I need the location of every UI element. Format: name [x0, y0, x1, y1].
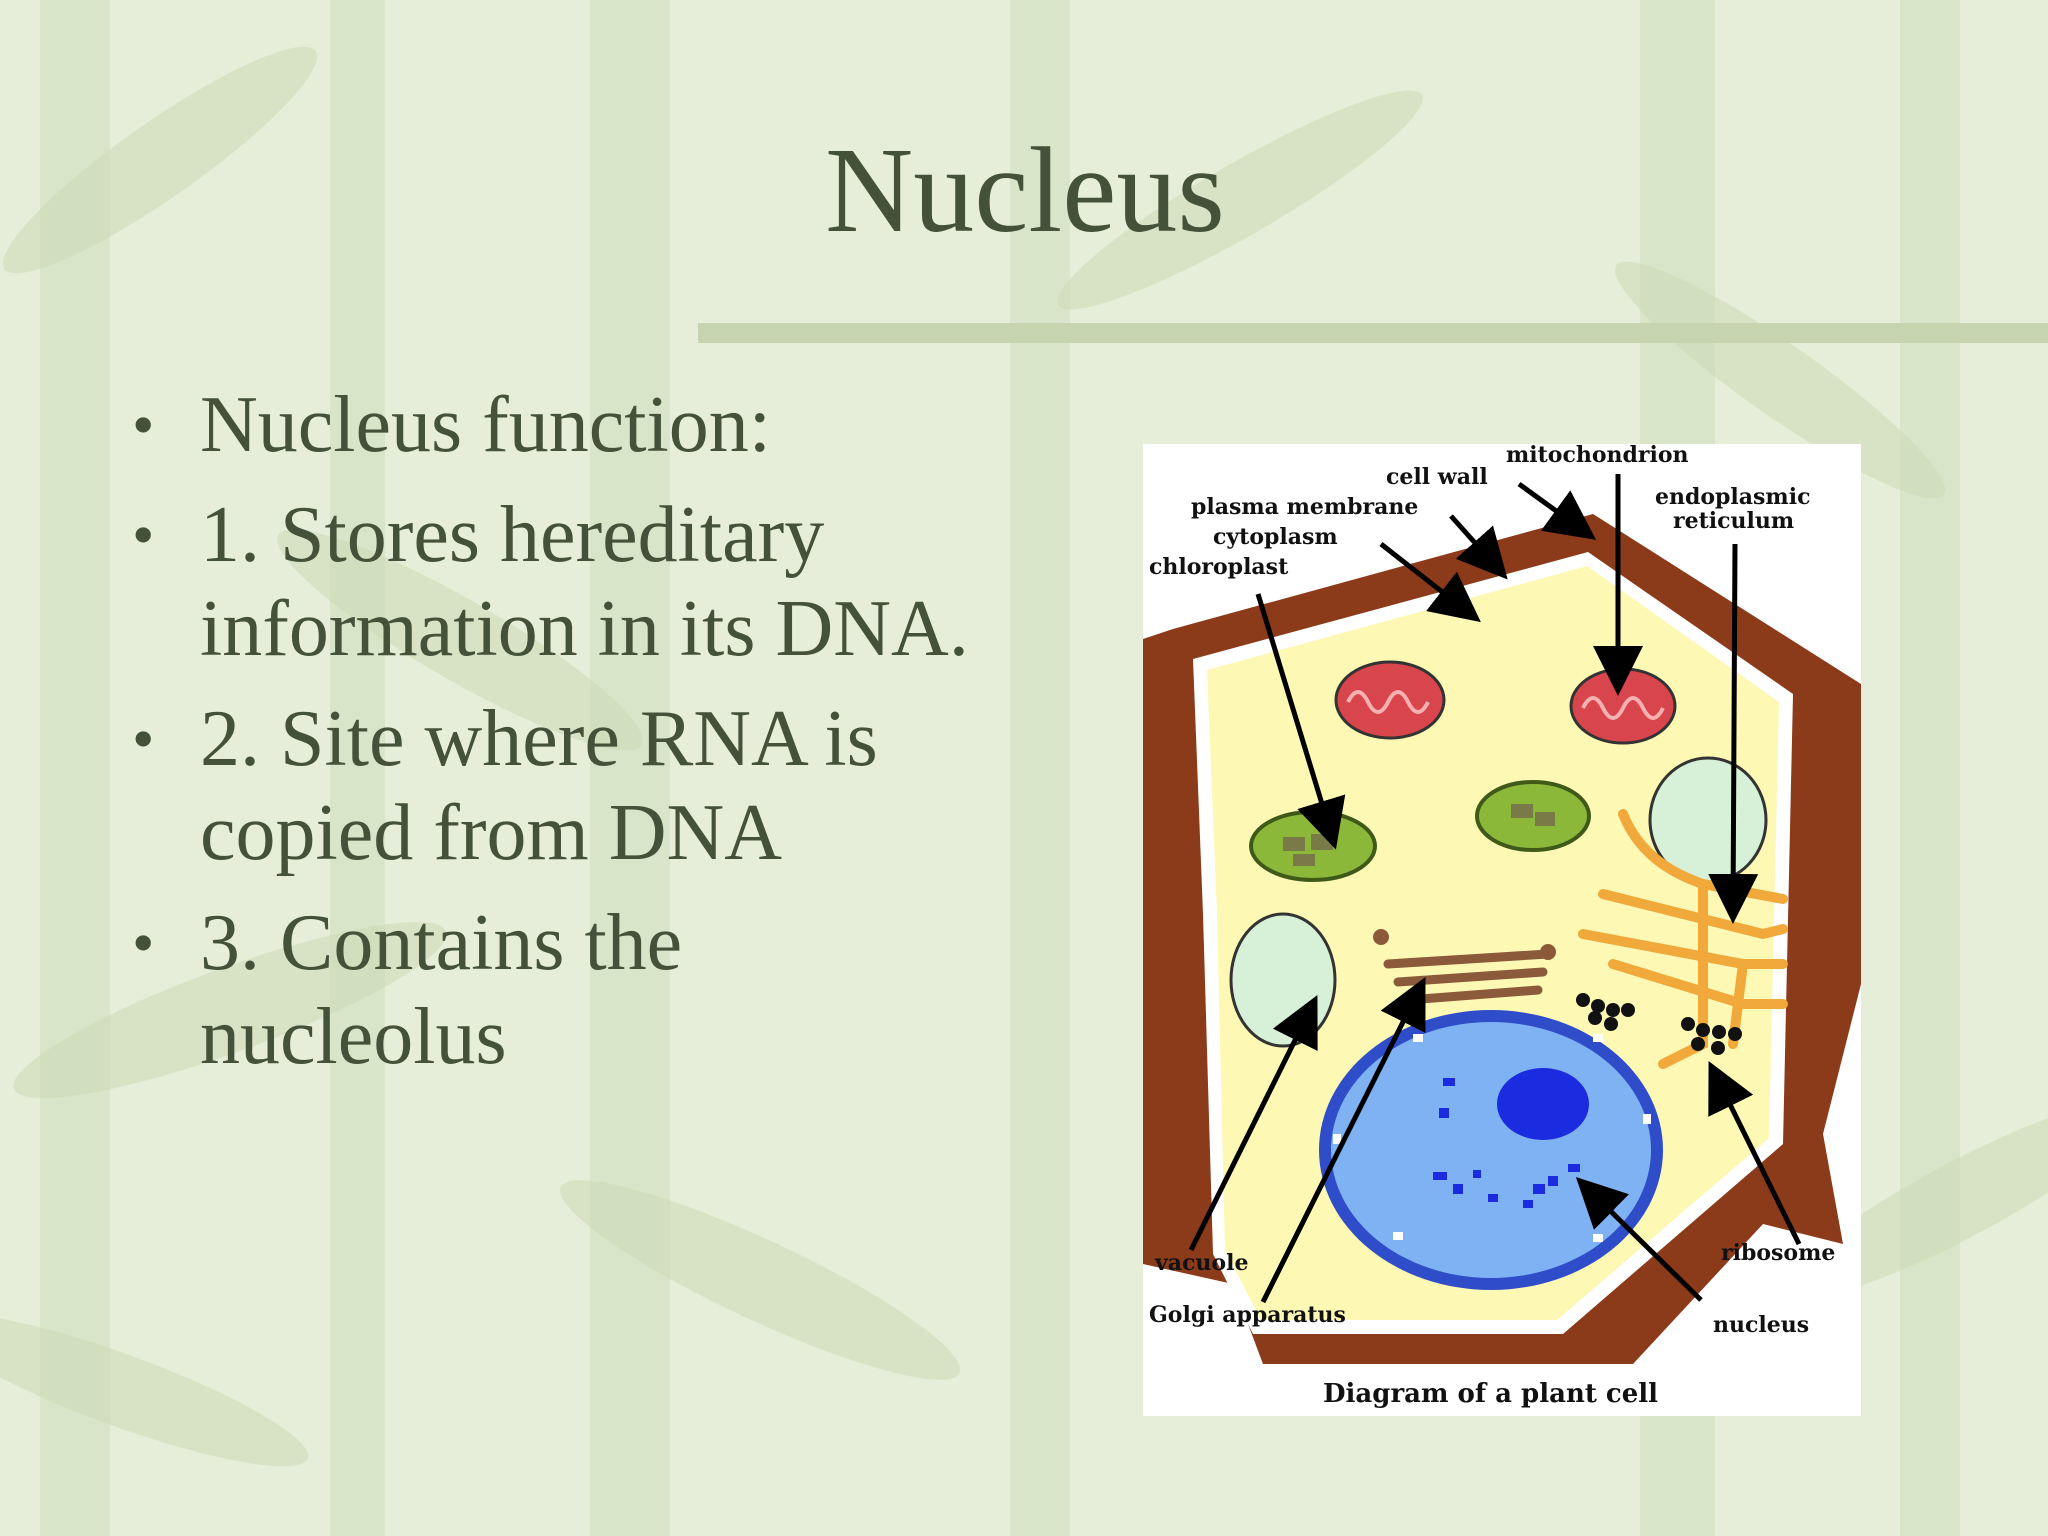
bullet-dot-icon: • [132, 703, 155, 774]
vacuole [1229, 912, 1337, 1048]
title-underline [698, 323, 2048, 343]
label-vacuole: vacuole [1154, 1250, 1248, 1276]
label-cytoplasm: cytoplasm [1213, 524, 1338, 550]
nucleus [1319, 1010, 1663, 1290]
chloroplast-left [1249, 810, 1377, 882]
bullet-text: 3. Contains the nucleolus [200, 899, 683, 1081]
plant-cell-diagram: mitochondrion cell wall endoplasmic reti… [1143, 444, 1861, 1416]
diagram-caption: Diagram of a plant cell [1323, 1379, 1658, 1409]
chloroplast-right [1475, 780, 1591, 852]
bullet-item: • 2. Site where RNA is copied from DNA [130, 692, 990, 880]
ribosomes [1576, 993, 1742, 1055]
bullet-list: • Nucleus function: • 1. Stores hereditary… [130, 378, 990, 1100]
label-golgi: Golgi apparatus [1149, 1302, 1346, 1328]
bullet-text: 2. Site where RNA is copied from DNA [200, 695, 878, 877]
bullet-dot-icon: • [132, 389, 155, 460]
label-ribosome: ribosome [1721, 1240, 1835, 1266]
pointer-arrows [1188, 474, 1802, 1304]
bullet-item: • Nucleus function: [130, 378, 990, 472]
label-chloroplast: chloroplast [1149, 554, 1289, 580]
slide-title: Nucleus [825, 123, 1225, 258]
bullet-item: • 1. Stores hereditary information in its… [130, 488, 990, 676]
bullet-dot-icon: • [132, 499, 155, 570]
label-nucleus: nucleus [1713, 1312, 1809, 1338]
bullet-item: • 3. Contains the nucleolus [130, 896, 990, 1084]
mitochondrion-left [1334, 660, 1446, 740]
plant-cell-svg: mitochondrion cell wall endoplasmic reti… [1143, 444, 1861, 1409]
label-mitochondrion: mitochondrion [1506, 444, 1689, 468]
bullet-text: 1. Stores hereditary information in its … [200, 491, 969, 673]
nucleolus [1497, 1068, 1589, 1140]
label-er-line1: endoplasmic [1655, 484, 1810, 510]
label-er-line2: reticulum [1673, 508, 1794, 534]
label-cell-wall: cell wall [1386, 464, 1488, 490]
mitochondrion-right [1569, 667, 1677, 745]
bullet-dot-icon: • [132, 907, 155, 978]
label-plasma-membrane: plasma membrane [1191, 494, 1418, 520]
bullet-text: Nucleus function: [200, 381, 771, 469]
